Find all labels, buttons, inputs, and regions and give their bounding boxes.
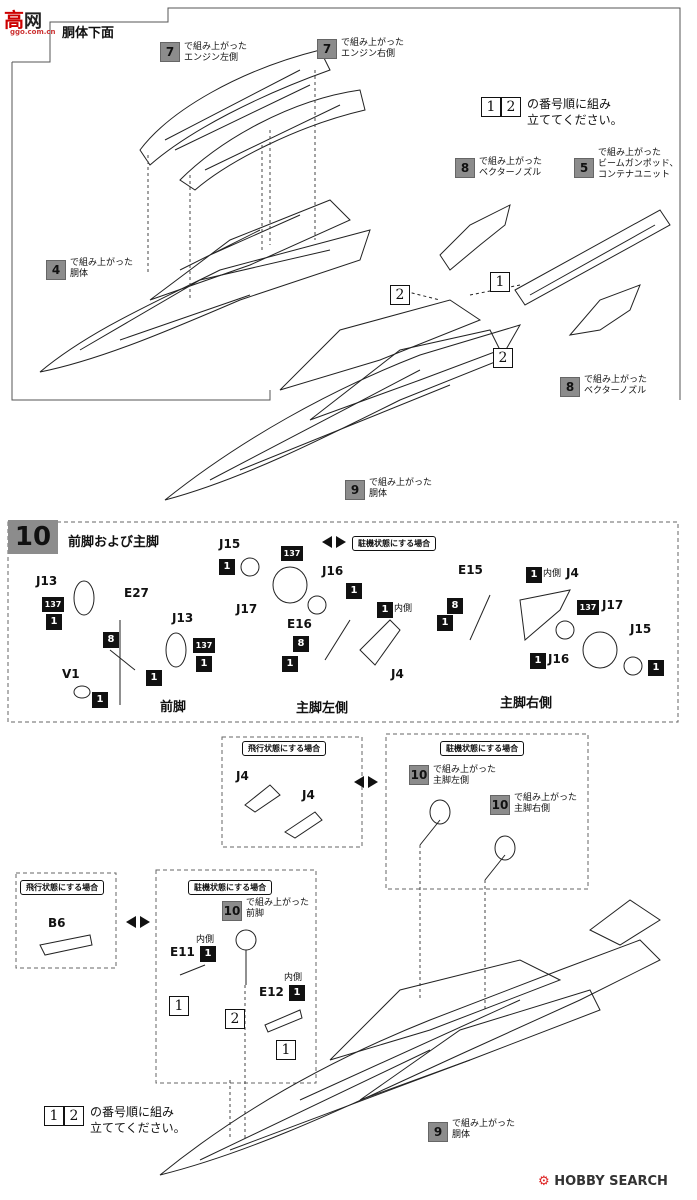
inner-e11: 内側 — [196, 935, 215, 945]
bottom-step-1: 1 — [169, 996, 189, 1016]
flight-part-b6: B6 — [48, 916, 66, 930]
top-step-2a: 2 — [390, 285, 410, 305]
bottom-order-step-2: 2 — [64, 1106, 84, 1126]
part-j15-left: J15 — [219, 537, 241, 551]
sprue-137-d: 137 — [577, 600, 599, 615]
order-step-2: 2 — [501, 97, 521, 117]
sprue-137-c: 137 — [281, 546, 303, 561]
flight-part-j4-a: J4 — [236, 769, 249, 783]
main-right-10-badge: 10 — [490, 795, 510, 815]
bottom-step-1b: 1 — [276, 1040, 296, 1060]
sprue-1-a: 1 — [46, 614, 62, 630]
main-left-10-note: で組み上がった 主脚左側 — [433, 765, 497, 786]
inner-left: 内側 — [394, 604, 413, 614]
part-e12: E12 — [259, 985, 284, 999]
sprue-137-a: 137 — [42, 597, 64, 612]
part-e15: E15 — [458, 563, 483, 577]
part-j17-left: J17 — [236, 602, 258, 616]
vector-nozzle-top-badge: 8 — [455, 158, 475, 178]
flight-label-bottom: 飛行状態にする場合 — [20, 880, 105, 895]
bottom-order-step-1: 1 — [44, 1106, 64, 1126]
hobbysearch-text: HOBBY SEARCH — [554, 1174, 668, 1189]
sprue-1-i: 1 — [526, 567, 542, 583]
top-step-1: 1 — [490, 272, 510, 292]
sprue-1-n: 1 — [289, 985, 305, 1001]
watermark-char: 高 — [4, 8, 24, 32]
inner-e12: 内側 — [284, 973, 303, 983]
vector-nozzle-bottom-note: で組み上がった ベクターノズル — [584, 375, 648, 396]
part-j4-right: J4 — [566, 566, 579, 580]
sprue-1-e: 1 — [219, 559, 235, 575]
part-e11: E11 — [170, 945, 195, 959]
sprue-1-c: 1 — [92, 692, 108, 708]
hobbysearch-icon: ⚙ — [538, 1174, 550, 1189]
bottom-order-note: の番号順に組み 立ててください。 — [90, 1105, 186, 1135]
step-10-badge: 10 — [8, 520, 58, 554]
body9-badge: 9 — [345, 480, 365, 500]
main-right-10-note: で組み上がった 主脚右側 — [514, 793, 578, 814]
sprue-1-d: 1 — [146, 670, 162, 686]
body4-note: で組み上がった 胴体 — [70, 258, 134, 279]
part-j16-left: J16 — [322, 564, 344, 578]
top-step-2b: 2 — [493, 348, 513, 368]
gunpod-badge: 5 — [574, 158, 594, 178]
sprue-8-a: 8 — [103, 632, 119, 648]
part-e16: E16 — [287, 617, 312, 631]
sprue-1-b: 1 — [196, 656, 212, 672]
nose-10-note: で組み上がった 前脚 — [246, 898, 310, 919]
order-step-1: 1 — [481, 97, 501, 117]
main-left-10-badge: 10 — [409, 765, 429, 785]
sprue-1-k: 1 — [530, 653, 546, 669]
vector-nozzle-bottom-badge: 8 — [560, 377, 580, 397]
parked-label: 駐機状態にする場合 — [352, 536, 437, 551]
sprue-1-f: 1 — [346, 583, 362, 599]
part-j13-a: J13 — [36, 574, 58, 588]
nose-10-badge: 10 — [222, 901, 242, 921]
sprue-8-b: 8 — [293, 636, 309, 652]
engine-right-badge: 7 — [317, 39, 337, 59]
sprue-1-m: 1 — [200, 946, 216, 962]
sprue-8-c: 8 — [447, 598, 463, 614]
part-e27: E27 — [124, 586, 149, 600]
body9-bottom-badge: 9 — [428, 1122, 448, 1142]
part-j15-right: J15 — [630, 622, 652, 636]
underside-title: 胴体下面 — [62, 26, 115, 41]
part-j17-right: J17 — [602, 598, 624, 612]
body4-badge: 4 — [46, 260, 66, 280]
parked-label-bottom: 駐機状態にする場合 — [188, 880, 273, 895]
vector-nozzle-top-note: で組み上がった ベクターノズル — [479, 157, 543, 178]
watermark-logo: 高网 — [4, 4, 42, 33]
flight-label-top: 飛行状態にする場合 — [242, 741, 327, 756]
sprue-1-g: 1 — [282, 656, 298, 672]
sprue-1-j: 1 — [437, 615, 453, 631]
body9-bottom-note: で組み上がった 胴体 — [452, 1119, 516, 1140]
main-left-caption: 主脚左側 — [296, 701, 349, 716]
gunpod-note: で組み上がった ビームガンポッド、 コンテナユニット — [598, 148, 679, 180]
engine-left-note: で組み上がった エンジン左側 — [184, 42, 248, 63]
body9-note: で組み上がった 胴体 — [369, 478, 433, 499]
flight-part-j4-b: J4 — [302, 788, 315, 802]
sprue-137-b: 137 — [193, 638, 215, 653]
main-right-caption: 主脚右側 — [500, 696, 553, 711]
sprue-1-h: 1 — [377, 602, 393, 618]
bottom-step-2: 2 — [225, 1009, 245, 1029]
part-j16-right: J16 — [548, 652, 570, 666]
watermark-site: ggo.com.cn — [10, 28, 56, 36]
watermark-suffix: 网 — [24, 11, 42, 32]
engine-left-badge: 7 — [160, 42, 180, 62]
part-j13-b: J13 — [172, 611, 194, 625]
step-10-title: 前脚および主脚 — [68, 535, 160, 550]
part-v1: V1 — [62, 667, 80, 681]
parked-label-top: 駐機状態にする場合 — [440, 741, 525, 756]
inner-right: 内側 — [543, 569, 562, 579]
sprue-1-l: 1 — [648, 660, 664, 676]
engine-right-note: で組み上がった エンジン右側 — [341, 38, 405, 59]
order-note: の番号順に組み 立ててください。 — [527, 97, 623, 127]
nose-gear-caption: 前脚 — [160, 700, 187, 715]
hobbysearch-logo: ⚙ HOBBY SEARCH — [538, 1174, 668, 1189]
part-j4-left: J4 — [391, 667, 404, 681]
